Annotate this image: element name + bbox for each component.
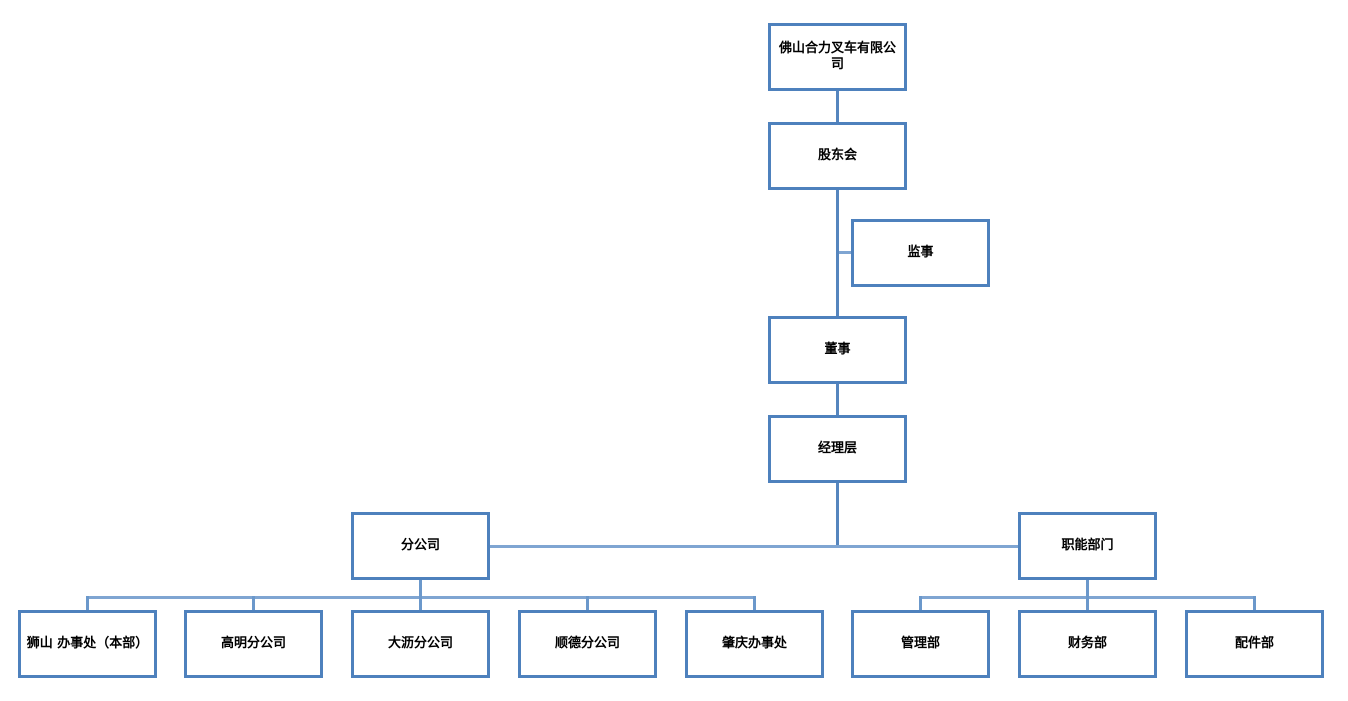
node-dept-management: 管理部 [851, 610, 990, 678]
connector-drop-dept-1 [1086, 596, 1089, 610]
connector-supervisor-stub [839, 251, 851, 254]
node-branch-dali: 大沥分公司 [351, 610, 490, 678]
node-branch-shishan-office-hq: 狮山 办事处（本部） [18, 610, 157, 678]
node-branch-companies-group: 分公司 [351, 512, 490, 580]
connector-company-shareholders [836, 91, 839, 122]
node-director: 董事 [768, 316, 907, 384]
node-company-root: 佛山合力叉车有限公司 [768, 23, 907, 91]
connector-drop-branch-0 [86, 596, 89, 610]
connector-director-management [836, 384, 839, 415]
connector-drop-branch-2 [419, 596, 422, 610]
connector-shareholders-director [836, 190, 839, 316]
connector-mid-horizontal [490, 545, 1018, 548]
node-branch-shunde: 顺德分公司 [518, 610, 657, 678]
connector-branch-group-down [419, 580, 422, 596]
connector-management-down [836, 483, 839, 548]
node-shareholders-meeting: 股东会 [768, 122, 907, 190]
node-dept-finance: 财务部 [1018, 610, 1157, 678]
node-dept-parts: 配件部 [1185, 610, 1324, 678]
node-supervisor: 监事 [851, 219, 990, 287]
connector-drop-dept-2 [1253, 596, 1256, 610]
connector-drop-branch-1 [252, 596, 255, 610]
connector-drop-dept-0 [919, 596, 922, 610]
node-branch-gaoming: 高明分公司 [184, 610, 323, 678]
node-functional-departments-group: 职能部门 [1018, 512, 1157, 580]
connector-drop-branch-3 [586, 596, 589, 610]
connector-drop-branch-4 [753, 596, 756, 610]
connector-functional-group-down [1086, 580, 1089, 596]
node-branch-zhaoqing-office: 肇庆办事处 [685, 610, 824, 678]
node-management-level: 经理层 [768, 415, 907, 483]
